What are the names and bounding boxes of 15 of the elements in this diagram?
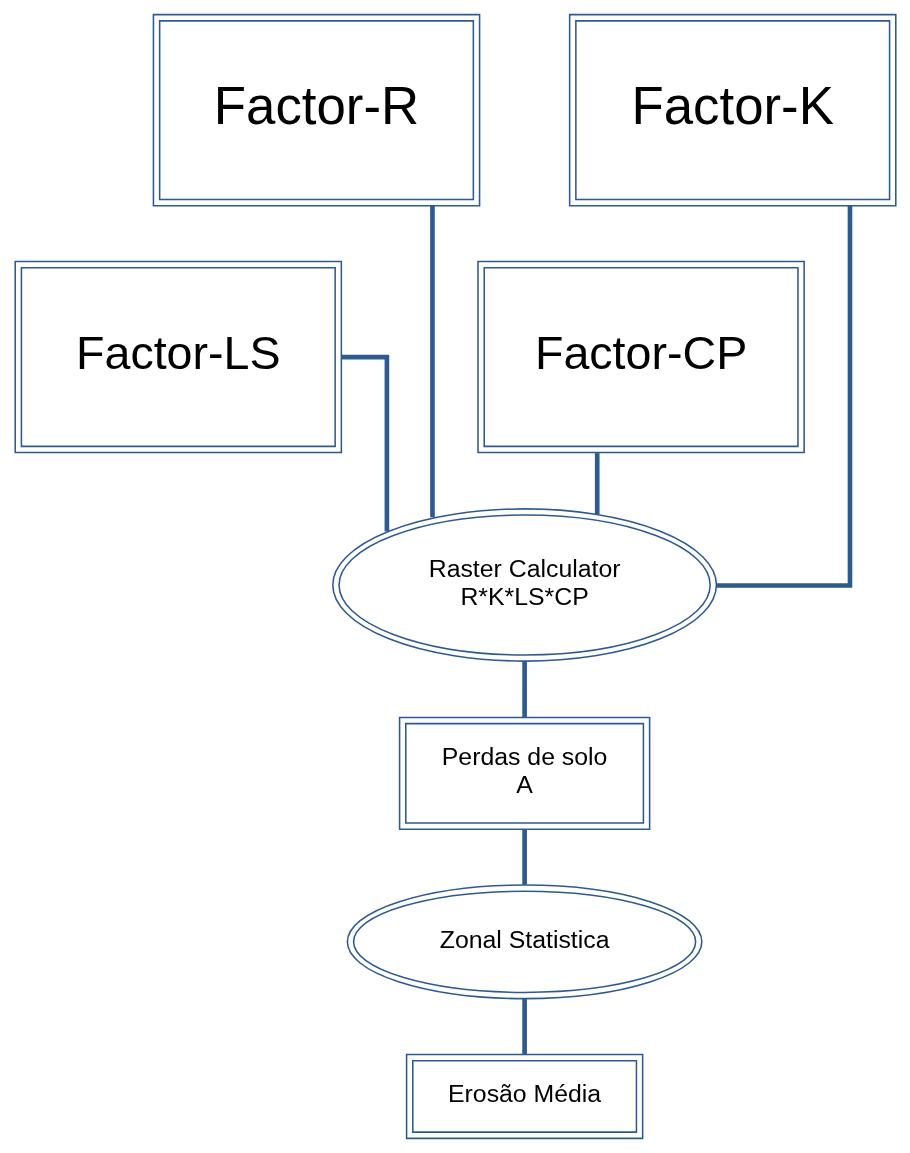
connector <box>341 354 389 532</box>
connector <box>716 205 852 588</box>
node-ellipse: Zonal Statistica <box>346 884 703 1000</box>
node-box: Perdas de solo A <box>398 716 650 830</box>
node-box: Factor-LS <box>13 260 342 454</box>
connector <box>594 453 600 515</box>
connector <box>521 829 527 885</box>
node-ellipse: Raster Calculator R*K*LS*CP <box>331 508 717 662</box>
connector <box>429 205 435 518</box>
connector <box>521 998 527 1055</box>
node-box: Factor-R <box>152 13 480 207</box>
node-box: Factor-K <box>568 13 897 207</box>
node-box: Erosão Média <box>405 1053 643 1140</box>
node-box: Factor-CP <box>476 260 805 454</box>
connector <box>521 661 527 717</box>
